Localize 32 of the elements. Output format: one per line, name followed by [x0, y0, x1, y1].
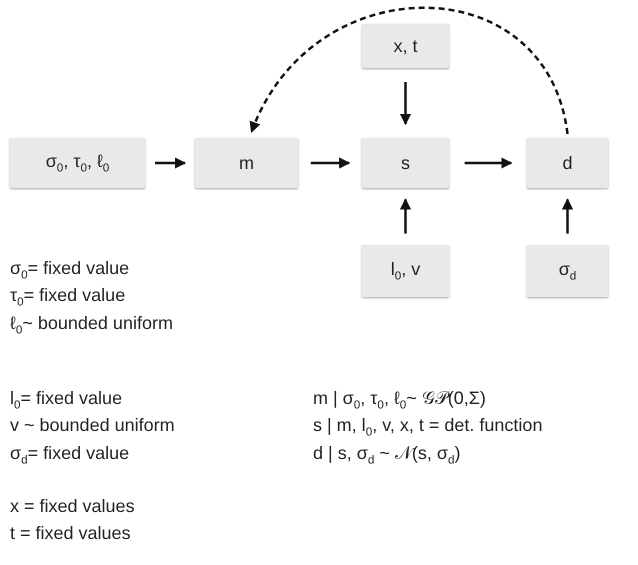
- arrow: [562, 198, 574, 234]
- definition-text: t = fixed values: [10, 523, 131, 544]
- node-label: σ$_{d}$: [558, 259, 576, 283]
- definition-text: d | s, σ$_{d}$ ~ 𝒩(s, σ$_{d}$): [313, 443, 460, 467]
- arrow: [155, 157, 186, 169]
- definition-text: s | m, l$_{0}$, v, x, t = det. function: [313, 415, 542, 439]
- arrow: [400, 198, 412, 234]
- node-label: σ$_{0}$, τ$_{0}$, ℓ$_{0}$: [46, 151, 110, 175]
- arrow: [250, 6, 569, 134]
- variable-box: [527, 245, 608, 297]
- variable-box: [362, 245, 449, 297]
- node-label: s: [401, 152, 410, 174]
- node-label: m: [239, 152, 254, 174]
- definition-text: v ~ bounded uniform: [10, 415, 175, 436]
- definition-text: σ$_{d}$= fixed value: [10, 443, 130, 467]
- arrow: [310, 157, 350, 169]
- definition-text: σ$_{0}$= fixed value: [10, 258, 130, 282]
- definition-text: x = fixed values: [10, 496, 135, 517]
- node-label: l$_{0}$, v: [390, 259, 420, 283]
- arrow: [464, 157, 513, 169]
- definition-text: ℓ$_{0}$~ bounded uniform: [10, 313, 173, 337]
- variable-box: [195, 138, 298, 188]
- node-label: d: [562, 152, 572, 174]
- variable-box: [362, 24, 449, 68]
- definition-text: l$_{0}$= fixed value: [10, 388, 122, 412]
- definition-text: m | σ$_{0}$, τ$_{0}$, ℓ$_{0}$~ 𝒢𝒫(0,Σ): [313, 388, 486, 412]
- variable-box: [527, 138, 608, 188]
- variable-box: [10, 138, 145, 188]
- node-label: x, t: [393, 36, 418, 56]
- variable-box: [362, 138, 449, 188]
- definition-text: τ$_{0}$= fixed value: [10, 285, 126, 309]
- arrow: [400, 82, 412, 126]
